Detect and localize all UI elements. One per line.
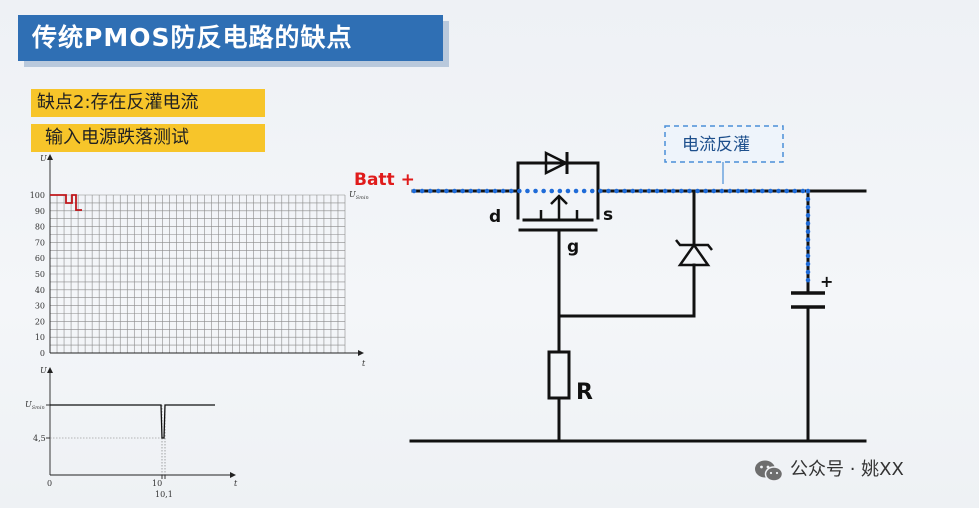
top-y-tick-label: 60 [35,254,45,263]
top-y-axis-label: U [40,154,47,163]
watermark-text: 公众号 · 姚XX [790,459,904,480]
top-y-tick-label: 70 [35,238,45,247]
page-title: 传统PMOS防反电路的缺点 [18,15,443,61]
defect-tag: 缺点2:存在反灌电流 [31,89,265,117]
bottom-low-label: 4,5 [33,434,46,443]
reverse-current-label: 电流反灌 [682,135,750,155]
batt-label: Batt + [354,170,415,190]
body-diode [544,150,569,176]
test-tag: 输入电源跌落测试 [31,124,265,152]
capacitor-plus: + [820,272,833,291]
drain-label: d [489,207,501,227]
top-y-tick-label: 0 [40,349,45,358]
bottom-smin-label: USmin [25,400,45,411]
resistor-label: R [576,380,593,405]
source-label: s [603,205,613,225]
top-y-tick-label: 50 [35,270,45,279]
circuit-wires [409,161,867,443]
wechat-icon [755,460,784,482]
top-chart [49,194,346,354]
reverse-current-path [411,188,811,286]
gate-label: g [567,237,579,257]
top-waveform [50,194,82,211]
bottom-x-tick2: 10,1 [155,490,173,499]
bottom-chart-axes [46,367,236,479]
top-y-tick-label: 80 [35,223,45,232]
zener-diode [675,239,713,267]
resistor [547,350,571,400]
top-x-axis-label: t [362,359,366,368]
bottom-waveform [50,404,215,439]
bottom-x-tick: 10 [152,479,162,488]
capacitor [791,291,825,309]
top-y-tick-label: 40 [35,286,45,295]
top-chart-axes [47,154,364,356]
bottom-x-zero: 0 [47,479,52,488]
top-limit-label: USmin [349,190,369,201]
reverse-current-callout: 电流反灌 [664,125,784,184]
top-y-tick-label: 20 [35,317,45,326]
pmos-symbol [539,194,579,220]
bottom-y-axis-label: U [40,366,47,375]
bottom-x-axis-label: t [234,479,238,488]
top-y-tick-label: 10 [35,333,45,342]
top-y-tick-label: 90 [35,207,45,216]
top-y-tick-label: 100 [30,191,45,200]
top-y-tick-label: 30 [35,302,45,311]
